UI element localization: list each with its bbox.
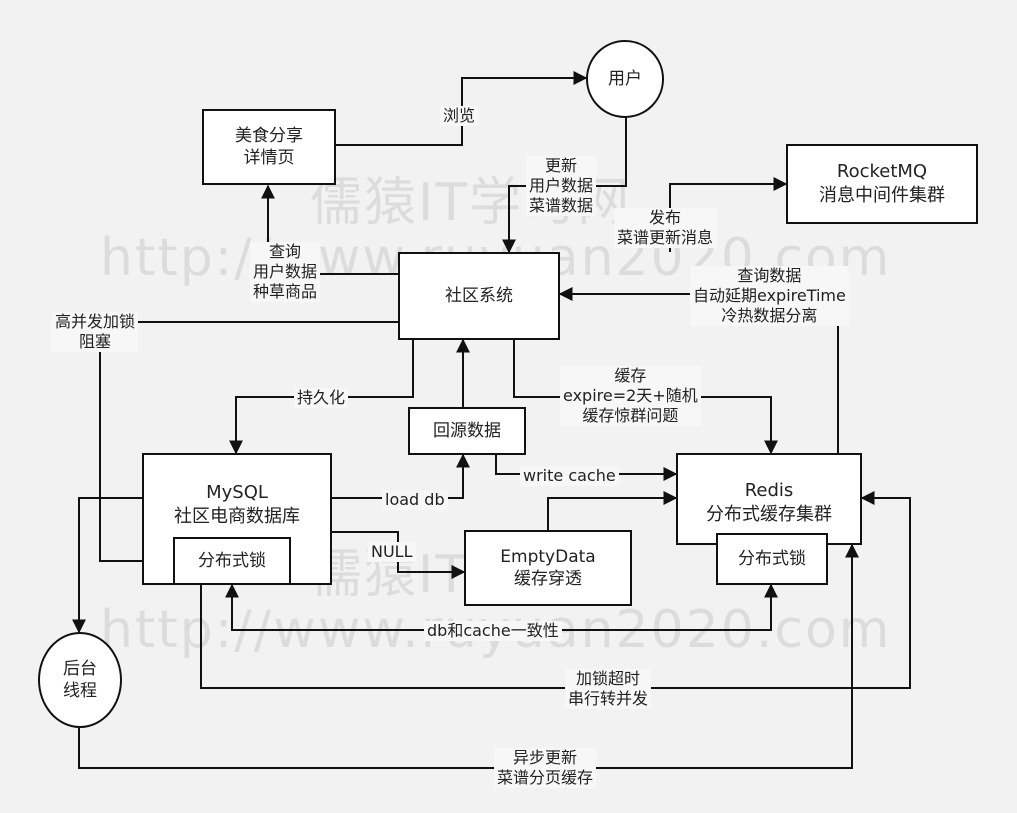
- label-line: 查询数据: [737, 266, 802, 285]
- node-label: 分布式锁: [738, 549, 806, 569]
- node-label: 分布式锁: [198, 551, 266, 571]
- node-label: RocketMQ: [836, 161, 928, 182]
- label-line: 用户数据: [529, 176, 594, 195]
- edge-mysql-to-thread: [72, 497, 142, 634]
- label-line: 加锁超时: [576, 669, 641, 688]
- label-line: 更新: [545, 156, 578, 175]
- edge-label-lock-timeout: 加锁超时 串行转并发: [565, 669, 652, 709]
- edge-label-async-update: 异步更新 菜谱分页缓存: [494, 748, 597, 788]
- food-detail-page-box: 美食分享 详情页: [202, 109, 336, 185]
- node-label: 社区系统: [445, 286, 513, 306]
- edge-empty-to-redis: [547, 491, 678, 530]
- label-line: 冷热数据分离: [721, 306, 818, 325]
- label-line: write cache: [523, 466, 616, 485]
- label-line: db和cache一致性: [427, 621, 559, 640]
- rocketmq-cluster-box: RocketMQ 消息中间件集群: [786, 144, 978, 224]
- label-line: 缓存惊群问题: [582, 406, 679, 425]
- edge-label-browse: 浏览: [440, 106, 479, 126]
- edge-label-cache: 缓存 expire=2天+随机 缓存惊群问题: [560, 366, 701, 426]
- mysql-distributed-lock-box: 分布式锁: [173, 537, 291, 585]
- label-line: 菜谱分页缓存: [497, 768, 594, 787]
- user-node: 用户: [586, 40, 664, 118]
- edge-load-db: [332, 453, 470, 499]
- community-system-box: 社区系统: [398, 252, 560, 340]
- edge-label-consistency: db和cache一致性: [424, 621, 562, 641]
- node-label: MySQL: [206, 482, 268, 503]
- edge-label-load-db: load db: [382, 490, 448, 510]
- label-line: 高并发加锁: [55, 312, 136, 331]
- redis-distributed-lock-box: 分布式锁: [716, 533, 828, 585]
- label-line: 菜谱数据: [529, 196, 594, 215]
- node-label: 美食分享: [235, 126, 303, 146]
- empty-data-box: EmptyData 缓存穿透: [464, 530, 632, 606]
- edge-label-query-user-data: 查询 用户数据 种草商品: [250, 242, 321, 302]
- redis-cluster-box: Redis 分布式缓存集群: [676, 453, 862, 545]
- label-line: 菜谱更新消息: [617, 228, 714, 247]
- label-line: 持久化: [297, 388, 346, 407]
- node-label: 后台: [63, 659, 97, 679]
- node-label: 回源数据: [433, 421, 501, 441]
- node-label: 用户: [608, 69, 642, 89]
- node-label: 消息中间件集群: [819, 185, 945, 206]
- edge-label-write-cache: write cache: [520, 466, 619, 486]
- node-label: 分布式缓存集群: [706, 504, 832, 525]
- node-label: 线程: [63, 681, 97, 701]
- node-label: 缓存穿透: [514, 569, 582, 589]
- label-line: NULL: [371, 542, 413, 561]
- label-line: 查询: [269, 242, 302, 261]
- label-line: 用户数据: [253, 262, 318, 281]
- node-label: EmptyData: [500, 547, 596, 567]
- edge-lock-timeout: [200, 491, 911, 689]
- label-line: 发布: [649, 208, 682, 227]
- origin-data-box: 回源数据: [408, 407, 526, 455]
- edge-label-query-data: 查询数据 自动延期expireTime 冷热数据分离: [690, 266, 849, 326]
- node-label: 社区电商数据库: [174, 506, 300, 527]
- edge-high-concurrency-lock: [99, 321, 398, 568]
- label-line: 浏览: [443, 106, 476, 125]
- background-thread-node: 后台 线程: [38, 632, 122, 728]
- label-line: 阻塞: [79, 332, 112, 351]
- edge-async-update: [78, 543, 859, 769]
- edge-label-high-concurrency-lock: 高并发加锁 阻塞: [52, 312, 139, 352]
- label-line: expire=2天+随机: [563, 386, 698, 405]
- label-line: 种草商品: [253, 282, 318, 301]
- node-label: Redis: [744, 480, 794, 501]
- edge-label-null: NULL: [368, 542, 416, 562]
- edge-label-publish: 发布 菜谱更新消息: [614, 208, 717, 248]
- edge-label-persist: 持久化: [294, 388, 349, 408]
- node-label: 详情页: [243, 148, 295, 168]
- label-line: 异步更新: [513, 748, 578, 767]
- label-line: 缓存: [614, 366, 647, 385]
- edge-label-update-user-data: 更新 用户数据 菜谱数据: [526, 156, 597, 216]
- label-line: 串行转并发: [568, 689, 649, 708]
- label-line: 自动延期expireTime: [693, 286, 846, 305]
- label-line: load db: [385, 490, 445, 509]
